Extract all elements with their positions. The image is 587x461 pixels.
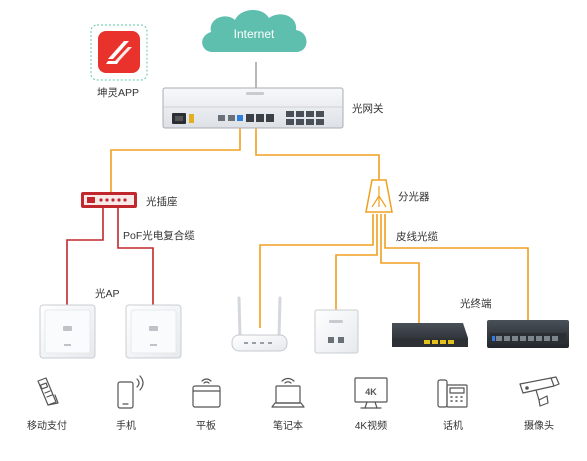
drop-cable-label: 皮线光缆	[396, 230, 438, 243]
fiber-gateway-to-splitter	[255, 128, 380, 180]
device-labels: 移动支付 手机 平板 笔记本 4K视频 话机 摄像头	[27, 419, 554, 432]
panel-ap	[314, 309, 359, 354]
device-label-phone: 手机	[116, 419, 136, 432]
pof-cable-to-ap-1	[66, 208, 104, 305]
gateway-label: 光网关	[352, 102, 384, 115]
internet-label: Internet	[234, 27, 275, 41]
internet-cloud: Internet	[202, 9, 307, 52]
device-label-laptop: 笔记本	[273, 419, 303, 432]
outlet-label: 光插座	[146, 195, 178, 208]
splitter-label: 分光器	[398, 190, 430, 203]
drop-fiber-to-terminal-2	[384, 214, 529, 320]
gateway-chassis	[162, 87, 344, 129]
terminal-group-label: 光终端	[460, 297, 492, 310]
connection-lines	[66, 62, 529, 328]
gateway-logo-mark	[246, 92, 264, 95]
drop-fiber-to-panel-ap	[335, 214, 378, 310]
optical-ap-1	[39, 304, 96, 359]
device-label-camera: 摄像头	[524, 419, 554, 432]
optical-ap-2	[125, 304, 182, 359]
drop-fiber-to-terminal-1	[380, 214, 420, 323]
endpoint-devices	[37, 375, 560, 409]
gateway-ports-right	[286, 111, 324, 125]
optical-outlet: 光插座	[81, 192, 178, 208]
fiber-port-blue	[237, 115, 243, 121]
4k-badge: 4K	[365, 387, 377, 397]
device-label-deskphone: 话机	[443, 419, 463, 432]
kunling-app[interactable]: 坤灵APP	[90, 24, 148, 99]
device-label-pos: 移动支付	[27, 419, 67, 432]
optical-terminal-1	[392, 323, 468, 347]
mobile-phone-icon	[117, 375, 144, 409]
4k-tv-icon	[354, 377, 388, 409]
optical-gateway: 光网关	[162, 87, 384, 129]
desk-phone-icon	[437, 379, 468, 408]
gateway-ports-left	[218, 114, 274, 122]
optical-ap-group: 光AP	[39, 287, 182, 359]
cloud-shape	[202, 9, 307, 52]
app-label[interactable]: 坤灵APP	[97, 86, 139, 99]
optical-splitter: 分光器	[365, 179, 430, 213]
pos-terminal-icon	[37, 377, 59, 406]
camera-icon	[519, 376, 560, 407]
wireless-router	[231, 296, 288, 352]
ap-group-label: 光AP	[95, 287, 120, 300]
pof-cable-label: PoF光电复合缆	[123, 229, 195, 242]
device-label-4k: 4K视频	[355, 419, 387, 432]
app-logo-icon	[106, 41, 132, 64]
optical-terminal-2	[487, 320, 569, 348]
drop-fiber-to-router	[259, 214, 374, 328]
laptop-icon	[271, 377, 305, 408]
fiber-gateway-to-outlet	[110, 128, 241, 192]
device-label-tablet: 平板	[196, 419, 216, 432]
pof-cable-to-ap-2	[117, 208, 154, 305]
tablet-icon	[192, 378, 221, 408]
